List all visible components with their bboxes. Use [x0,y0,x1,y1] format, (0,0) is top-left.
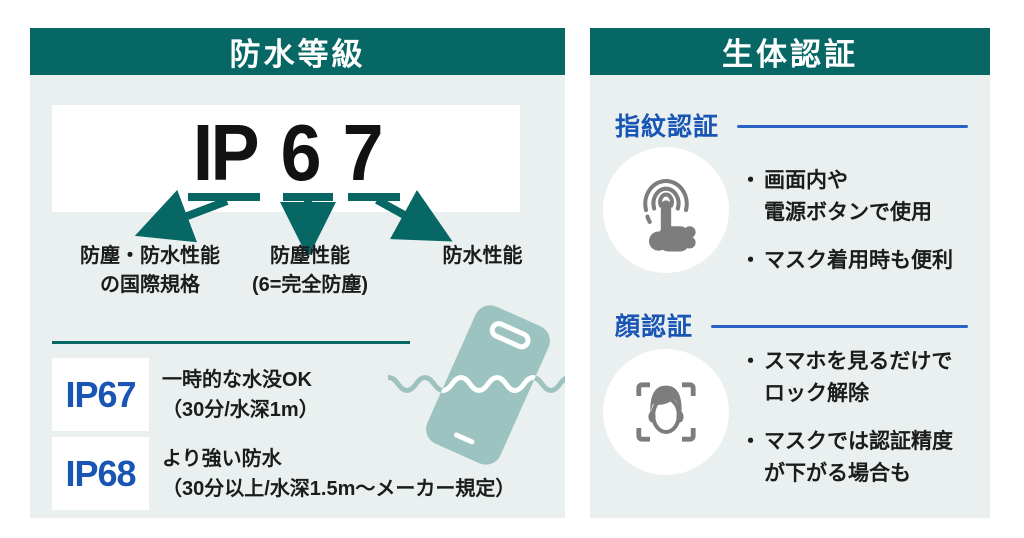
ip-code-digit-water: 7 [342,107,383,197]
face-icon-circle [603,349,729,475]
heading-rule [737,125,968,128]
phone-notch [489,321,531,350]
face-bullet-list: ・ スマホを見るだけで ロック解除 ・ マスクでは認証精度 が下がる場合も [740,346,953,489]
face-section-heading: 顔認証 [615,307,968,343]
ip-code-digit-dust: 6 [280,107,322,197]
rating-row-ip67: IP67 一時的な水没OK （30分/水深1m） [52,358,319,431]
bullet-dot: ・ [740,350,761,373]
fingerprint-heading-label: 指紋認証 [615,113,720,141]
phone-home-bar [453,432,475,445]
heading-rule [711,325,968,328]
underline-digit-7 [348,193,400,201]
arrow-left [134,189,229,243]
rating-code-ip67: IP67 [65,373,136,415]
list-item: ・ マスク着用時も便利 [740,245,953,277]
biometric-panel-title: 生体認証 [590,28,990,75]
ip-code-prefix: IP [192,107,259,197]
face-heading-label: 顔認証 [615,313,694,341]
bullet-dot: ・ [740,430,761,453]
arrow-right [375,189,453,242]
bullet-dot: ・ [740,249,761,272]
rating-row-ip68: IP68 より強い防水 （30分以上/水深1.5m～メーカー規定） [52,437,515,510]
biometric-panel: 生体認証 指紋認証 ・ 画面内や 電源ボタンで使用 [590,28,990,518]
face-scan-icon [636,382,696,442]
ip-code-arrows [134,189,453,258]
face-bullet-1: スマホを見るだけで ロック解除 [764,350,953,405]
list-item: ・ 画面内や 電源ボタンで使用 [740,165,953,228]
underline-prefix [188,193,260,201]
waterproof-panel-title: 防水等級 [30,28,565,75]
fingerprint-bullet-2: マスク着用時も便利 [764,249,953,272]
underline-digit-6 [283,193,333,201]
ip-label-dust: 防塵性能 (6=完全防塵) [251,245,369,296]
bullet-dot: ・ [740,169,761,192]
fingerprint-icon-circle [603,147,729,273]
list-item: ・ スマホを見るだけで ロック解除 [740,346,953,409]
fingerprint-touch-icon [643,178,696,252]
ip-label-water: 防水性能 [442,245,523,267]
list-item: ・ マスクでは認証精度 が下がる場合も [740,426,953,489]
fingerprint-bullet-list: ・ 画面内や 電源ボタンで使用 ・ マスク着用時も便利 [740,165,953,277]
rating-code-box: IP67 [52,358,149,431]
rating-desc-ip67: 一時的な水没OK （30分/水深1m） [162,368,319,421]
rating-code-box: IP68 [52,437,149,510]
fingerprint-bullet-1: 画面内や 電源ボタンで使用 [764,169,932,224]
face-bullet-2: マスクでは認証精度 が下がる場合も [764,430,953,485]
waterproof-panel: 防水等級 IP 6 7 防塵・防水性能 の国際規格 防塵性能 (6=完全防塵) … [30,28,565,518]
fingerprint-section-heading: 指紋認証 [615,107,968,143]
ip-label-prefix: 防塵・防水性能 の国際規格 [80,245,220,296]
phone-in-water-icon [388,305,565,465]
rating-desc-ip68: より強い防水 （30分以上/水深1.5m～メーカー規定） [162,447,516,500]
section-divider [52,341,410,344]
rating-code-ip68: IP68 [65,452,136,494]
